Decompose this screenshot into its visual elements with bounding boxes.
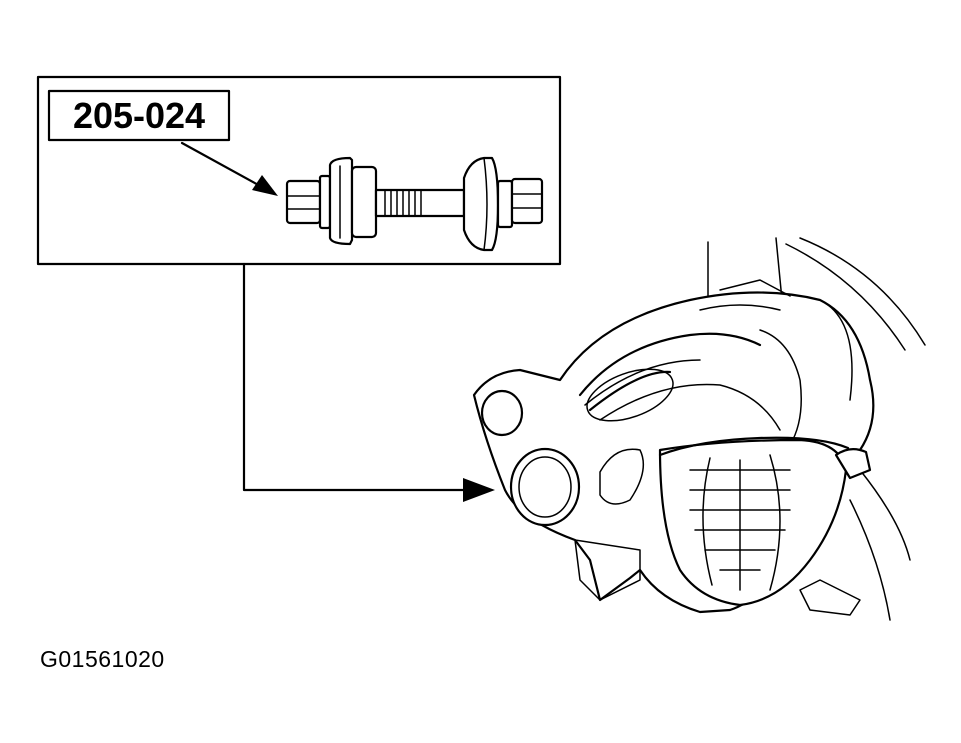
part-number-text: 205-024: [73, 95, 205, 136]
connector-arrow: [242, 262, 495, 502]
differential-housing-icon: [472, 237, 926, 621]
adjusting-bolt-icon: [285, 156, 544, 252]
part-number-label: 205-024: [47, 89, 231, 142]
tool-inset-box: [36, 75, 562, 266]
label-leader-arrow: [180, 141, 278, 196]
figure-id-label: G01561020: [40, 646, 165, 672]
